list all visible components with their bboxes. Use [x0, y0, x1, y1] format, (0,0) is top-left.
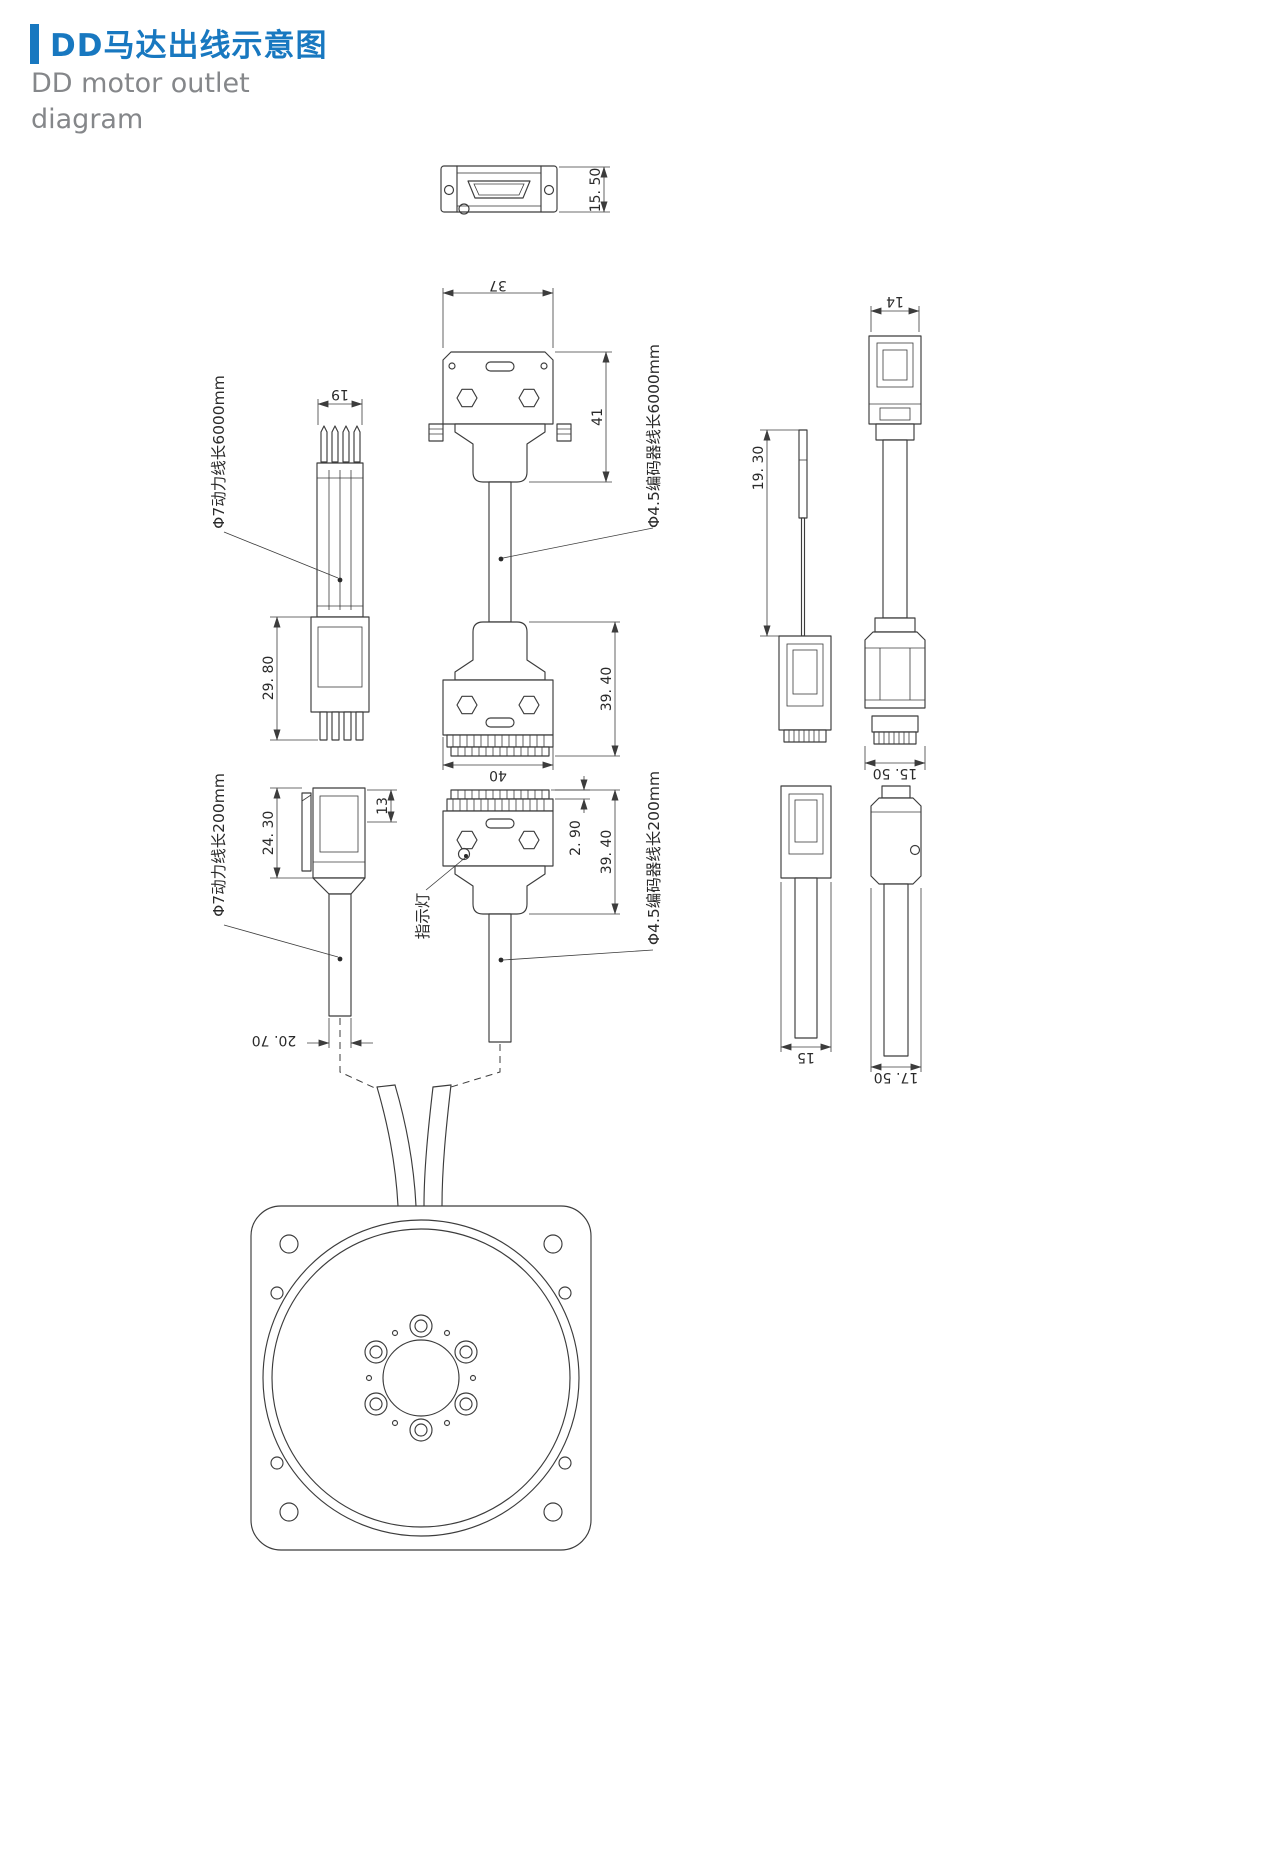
crimp-pins — [320, 425, 361, 463]
header-accent-bar — [30, 24, 39, 64]
page-title: DD马达出线示意图 — [50, 28, 328, 64]
encoder-dsub-6000 — [428, 351, 572, 623]
dim-label-power-housing-length-200: 24. 30 — [261, 811, 277, 856]
dim-label-motor-plug-width: 14 — [886, 293, 904, 309]
motor-plug-6000 — [864, 335, 926, 745]
label-indicator-light: 指示灯 — [414, 893, 432, 940]
dim-label-encoder-plug-width: 37 — [489, 277, 507, 293]
hub-dowel-holes — [365, 1329, 477, 1427]
dim-top-view-height: 15. 50 — [559, 166, 610, 213]
dim-label-power-tail-length-200: 20. 70 — [252, 1032, 297, 1048]
cable-bands — [376, 1084, 452, 1207]
dim-label-encoder-socket-length: 39. 40 — [599, 667, 615, 712]
dim-label-motor-plug-width-200: 17. 50 — [874, 1069, 919, 1085]
dashed-continuation — [339, 1018, 501, 1090]
dim-label-encoder-socket-width: 40 — [489, 767, 507, 783]
dim-label-motor-socket-width-200: 15 — [797, 1049, 815, 1065]
dim-label-power-plug-width: 19 — [331, 386, 349, 402]
dim-power-plug-width-200: 13 — [367, 789, 397, 823]
page-subtitle-line2: diagram — [31, 103, 144, 135]
dim-label-top-view-height: 15. 50 — [588, 168, 604, 213]
callout-power-6000: Φ7动力线长6000mm — [210, 375, 343, 583]
dim-label-power-plug-width-200: 13 — [375, 797, 391, 815]
dim-label-motor-plug-width-bottom: 15. 50 — [873, 765, 918, 781]
label-power-cable-6000: Φ7动力线长6000mm — [210, 375, 228, 529]
power-housing-6000 — [310, 616, 370, 713]
dim-encoder-plug-width: 37 — [442, 277, 554, 348]
power-connector-6000 — [310, 425, 370, 741]
dim-label-encoder-pin-height: 2. 90 — [568, 820, 584, 856]
dim-label-power-housing-length: 29. 80 — [261, 656, 277, 701]
indicator-light-icon — [457, 847, 471, 861]
dim-encoder-plug-length: 41 — [529, 351, 612, 483]
label-power-cable-200: Φ7动力线长200mm — [210, 773, 228, 917]
power-connector-200 — [301, 787, 366, 1017]
dim-motor-plug-width-bottom: 15. 50 — [864, 746, 926, 781]
power-body-200 — [312, 787, 366, 879]
page-subtitle-line1: DD motor outlet — [31, 68, 250, 99]
flange-corner-holes — [270, 1234, 572, 1522]
dim-label-encoder-plug-length: 41 — [590, 408, 606, 426]
label-encoder-cable-6000: Φ4.5编码器线长6000mm — [645, 344, 663, 528]
latch — [301, 792, 312, 872]
encoder-cable-6000 — [488, 481, 512, 623]
connector-top-view — [440, 165, 558, 215]
encoder-cable-200 — [488, 913, 512, 1043]
page-subtitle: DD motor outlet diagram — [31, 66, 250, 137]
power-cable-200 — [328, 893, 352, 1017]
dim-encoder-pin-height: 2. 90 — [551, 776, 590, 856]
dim-power-tail-length-200: 20. 70 — [252, 1018, 373, 1048]
dim-encoder-socket-width: 40 — [442, 737, 554, 783]
dim-power-housing-length-200: 24. 30 — [261, 787, 313, 879]
callout-encoder-200: Φ4.5编码器线长200mm — [498, 771, 663, 963]
callout-encoder-6000: Φ4.5编码器线长6000mm — [498, 344, 663, 562]
dim-motor-socket-width-200: 15 — [780, 882, 832, 1065]
motor-flange — [250, 1205, 592, 1551]
dim-encoder-socket-length: 39. 40 — [529, 621, 620, 757]
label-encoder-cable-200: Φ4.5编码器线长200mm — [645, 771, 663, 945]
callout-power-200: Φ7动力线长200mm — [210, 773, 343, 962]
dim-encoder-plug-length-200: 39. 40 — [529, 789, 620, 915]
motor-socket-200 — [780, 785, 832, 1039]
dim-label-motor-pin-length: 19. 30 — [751, 446, 767, 491]
dim-motor-pin-length: 19. 30 — [751, 429, 799, 637]
dim-power-housing-length: 29. 80 — [261, 616, 318, 741]
motor-outer-ring — [262, 1219, 580, 1537]
encoder-dsub-200 — [442, 789, 554, 1043]
encoder-pin-6000 — [778, 429, 832, 743]
motor-body — [250, 1205, 592, 1551]
dim-motor-plug-width-200: 17. 50 — [870, 888, 922, 1085]
dim-label-encoder-plug-length-200: 39. 40 — [599, 830, 615, 875]
callout-indicator-light: 指示灯 — [414, 854, 468, 939]
motor-plug-200 — [870, 785, 922, 1057]
encoder-dsub-mid — [442, 621, 554, 757]
motor-hub — [382, 1339, 460, 1417]
motor-inner-ring — [271, 1228, 571, 1528]
dim-power-plug-width: 19 — [317, 386, 363, 425]
jack-screws — [428, 423, 572, 442]
dim-motor-plug-width: 14 — [870, 293, 920, 332]
